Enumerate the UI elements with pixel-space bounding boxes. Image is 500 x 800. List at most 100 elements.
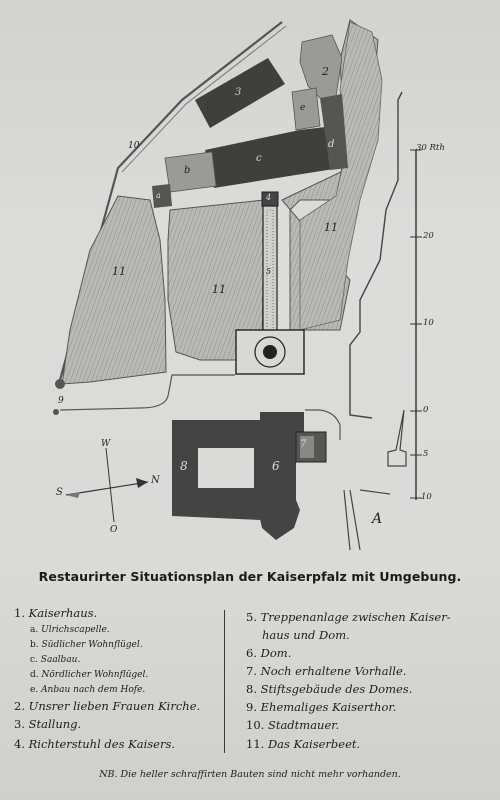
legend-item: 9. Ehemaliges Kaiserthor.: [246, 700, 396, 714]
legend-item: 11. Das Kaiserbeet.: [246, 737, 360, 751]
legend-item: 8. Stiftsgebäude des Domes.: [246, 682, 412, 696]
legend-number: 10.: [246, 718, 265, 732]
label-a: a: [156, 191, 161, 200]
legend-text: Saalbau.: [40, 655, 81, 665]
legend-text: Treppenanlage zwischen Kaiser-: [260, 610, 451, 624]
legend-item: 3. Stallung.: [14, 717, 81, 731]
legend-text: Stiftsgebäude des Domes.: [260, 682, 413, 696]
legend-number: 6.: [246, 646, 257, 660]
footnote: NB. Die heller schraffirten Bauten sind …: [99, 769, 401, 780]
scale-ticks: [410, 149, 422, 499]
legend-text: Kaiserhaus.: [28, 606, 98, 620]
compass-w: W: [101, 439, 111, 449]
legend-item: 5. Treppenanlage zwischen Kaiser-: [246, 610, 451, 624]
legend-item: 7. Noch erhaltene Vorhalle.: [246, 664, 406, 678]
legend-item: 1. Kaiserhaus.: [14, 606, 97, 620]
legend-text: Noch erhaltene Vorhalle.: [260, 664, 407, 678]
legend-text: Stallung.: [28, 717, 82, 731]
legend-number: b.: [30, 640, 39, 650]
road-right: [305, 409, 341, 440]
fountain-outer: [254, 336, 286, 368]
label-3: 3: [235, 87, 242, 98]
legend-item: 2. Unsrer lieben Frauen Kirche.: [14, 699, 200, 713]
scale-label-10-lower: 10: [421, 492, 432, 502]
legend-number: 4.: [14, 737, 25, 751]
stallung: [195, 58, 285, 128]
dom: [258, 412, 304, 540]
legend-number: c.: [30, 655, 38, 665]
scale-label-top: 30 Rth: [416, 143, 445, 153]
legend-number: 2.: [14, 699, 25, 713]
label-b: b: [184, 165, 191, 176]
label-2: 2: [322, 65, 329, 78]
legend-text: Ehemaliges Kaiserthor.: [260, 700, 397, 714]
kaiserthor-west: [55, 379, 65, 389]
legend-text: Richterstuhl des Kaisers.: [28, 737, 176, 751]
legend-number: 3.: [14, 717, 25, 731]
plan-caption: Restaurirter Situationsplan der Kaiserpf…: [38, 569, 462, 584]
ulrichscapelle: [152, 184, 172, 208]
label-10: 10: [128, 141, 140, 151]
gate-structure: [387, 409, 407, 467]
compass-rose: [65, 447, 149, 523]
stiftsgebaeude: [172, 420, 260, 520]
label-6: 6: [272, 459, 280, 473]
compass-n: N: [151, 475, 160, 486]
saalbau: [205, 126, 340, 188]
legend-number: 8.: [246, 682, 257, 696]
legend-number: 1.: [14, 606, 25, 620]
label-9: 9: [58, 396, 64, 406]
scale-label-0: 0: [423, 405, 429, 415]
legend-item: 10. Stadtmauer.: [246, 718, 339, 732]
wall-lower-right: [343, 489, 391, 551]
label-c: c: [256, 153, 262, 164]
road: [59, 374, 235, 411]
compass-o: O: [110, 525, 118, 535]
legend-item: 4. Richterstuhl des Kaisers.: [14, 737, 175, 751]
legend-text: Südlicher Wohnflügel.: [41, 640, 143, 650]
legend-number: a.: [30, 625, 39, 635]
legend-text: Dom.: [260, 646, 292, 660]
legend-item: c. Saalbau.: [30, 655, 80, 665]
legend-text: Nördlicher Wohnflügel.: [41, 670, 149, 680]
legend-number: 11.: [246, 737, 265, 751]
legend-number: e.: [30, 685, 39, 695]
wall-right: [349, 91, 403, 419]
wohnfluegel-b: [164, 151, 217, 193]
legend-item: 6. Dom.: [246, 646, 291, 660]
fountain-inner: [263, 345, 277, 359]
label-11-left: 11: [112, 265, 126, 278]
legend-text: Anbau nach dem Hofe.: [41, 685, 146, 695]
signature: A: [372, 511, 383, 527]
scale-label-5: 5: [423, 449, 429, 459]
label-4: 4: [266, 193, 272, 202]
legend-item: d. Nördlicher Wohnflügel.: [30, 670, 148, 680]
garden-left: [61, 195, 167, 385]
legend-text: Unsrer lieben Frauen Kirche.: [28, 699, 201, 713]
legend-item: b. Südlicher Wohnflügel.: [30, 640, 143, 650]
legend-number: d.: [30, 670, 39, 680]
legend-text: Das Kaiserbeet.: [267, 737, 361, 751]
legend-item: e. Anbau nach dem Hofe.: [30, 685, 145, 695]
compass-s: S: [56, 487, 63, 498]
label-7: 7: [300, 439, 307, 450]
legend-item: a. Ulrichscapelle.: [30, 625, 110, 635]
label-d: d: [328, 139, 335, 150]
kaiserthor-east: [53, 409, 59, 415]
legend-divider: [224, 610, 225, 753]
legend-text: Ulrichscapelle.: [41, 625, 110, 635]
label-8: 8: [180, 459, 188, 473]
legend-text: haus und Dom.: [262, 628, 350, 642]
label-11-right: 11: [324, 221, 338, 234]
scale-label-10: 10: [423, 318, 434, 328]
legend-number: 5.: [246, 610, 257, 624]
legend-number: 7.: [246, 664, 257, 678]
site-plan: [53, 19, 422, 551]
label-11-middle: 11: [212, 283, 226, 296]
wohnfluegel-d: [320, 94, 348, 170]
legend-text: Stadtmauer.: [267, 718, 340, 732]
city-wall-inner: [121, 25, 287, 173]
scale-label-20: 20: [423, 231, 434, 241]
legend-item: haus und Dom.: [262, 628, 350, 642]
